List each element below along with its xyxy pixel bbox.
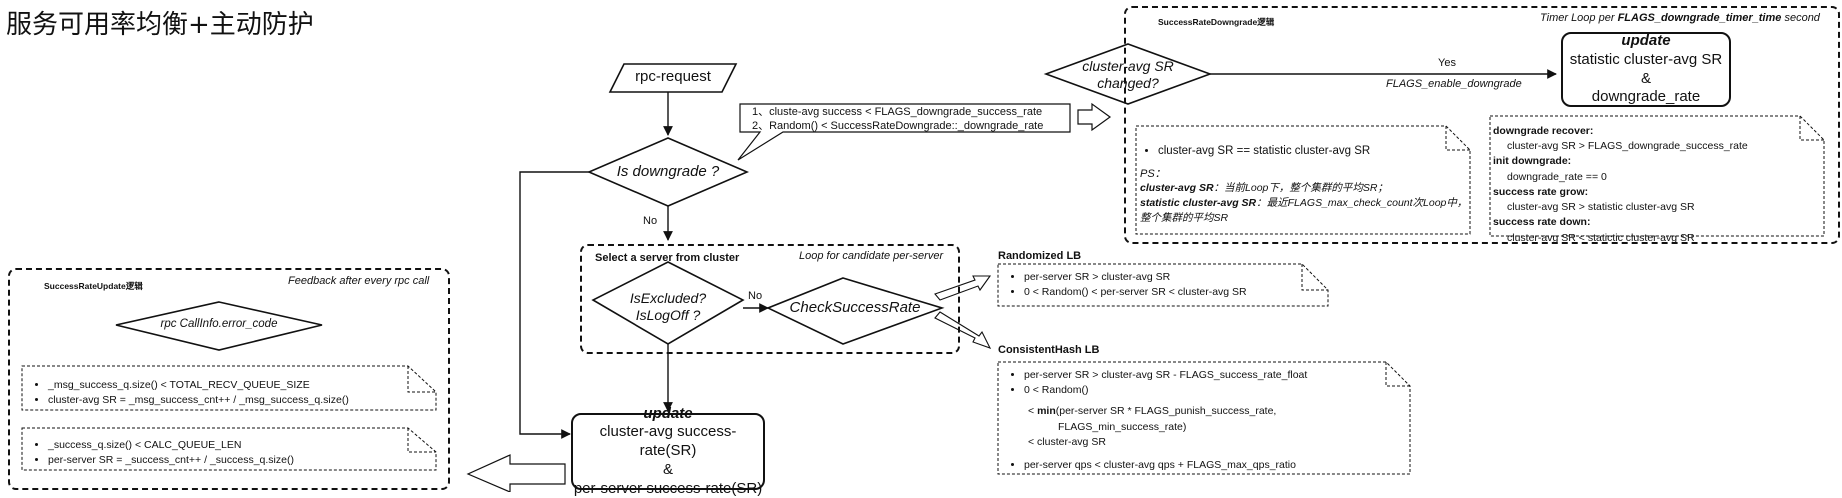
select-server-title: Select a server from cluster <box>595 252 740 264</box>
consistent-lb-note: per-server SR > cluster-avg SR - FLAGS_s… <box>1006 368 1398 473</box>
consistent-min-line2: FLAGS_min_success_rate) <box>1058 420 1187 433</box>
update-sr-line2: & <box>662 460 673 478</box>
hollow-arrow-randomized <box>934 275 992 301</box>
rpc-request-label: rpc-request <box>635 68 711 85</box>
note-shape-right-rules <box>1489 115 1825 237</box>
no-label-excluded: No <box>748 290 763 302</box>
check-success-rate-label: CheckSuccessRate <box>789 299 921 316</box>
left-note-2-item-2: per-server SR = _success_cnt++ / _succes… <box>48 453 410 468</box>
rule-init-body: downgrade_rate == 0 <box>1507 170 1607 183</box>
min-prefix: < <box>1028 405 1038 418</box>
randomized-item-2: 0 < Random() < per-server SR < cluster-a… <box>1024 285 1306 300</box>
select-server-region <box>580 244 960 354</box>
left-note-1-item-1: _msg_success_q.size() < TOTAL_RECV_QUEUE… <box>48 378 410 393</box>
error-code-diamond <box>115 301 323 351</box>
check-success-rate-diamond <box>766 277 945 345</box>
timer-unit: second <box>1784 12 1820 24</box>
avg-changed-line2: changed? <box>1097 75 1159 91</box>
consistent-lb-title: ConsistentHash LB <box>998 344 1100 356</box>
rule-down-body: cluster-avg SR < statictic cluster-avg S… <box>1507 231 1695 244</box>
condition-1: 1、cluste-avg success < FLAGS_downgrade_s… <box>752 106 1043 118</box>
min-rest: (per-server SR * FLAGS_punish_success_ra… <box>1055 405 1277 418</box>
condition-2: 2、Random() < SuccessRateDowngrade::_down… <box>752 120 1044 132</box>
ps-line2-bold: statistic cluster-avg SR <box>1140 197 1257 209</box>
update-sr-line3: per-server success-rate(SR) <box>573 479 763 497</box>
is-logoff-line: IsLogOff ? <box>635 307 701 323</box>
page-title: 服务可用率均衡+主动防护 <box>6 10 314 40</box>
ps-note-bullet: cluster-avg SR == statistic cluster-avg … <box>1158 145 1440 157</box>
note-shape-left-2 <box>21 427 437 471</box>
update-sr-box: update cluster-avg success-rate(SR) & pe… <box>571 405 765 497</box>
left-note-2-item-1: _success_q.size() < CALC_QUEUE_LEN <box>48 438 410 453</box>
downgrade-panel <box>1124 6 1840 244</box>
avg-changed-label: cluster-avg SR changed? <box>1060 58 1196 92</box>
ps-line-1: cluster-avg SR：当前Loop下，整个集群的平均SR； <box>1140 181 1440 196</box>
consistent-min-line: < min(per-server SR * FLAGS_punish_succe… <box>1006 404 1398 419</box>
feedback-label: Feedback after every rpc call <box>288 275 430 287</box>
is-downgrade-label: Is downgrade ? <box>616 163 720 180</box>
rule-grow-body: cluster-avg SR > statistic cluster-avg S… <box>1507 201 1695 214</box>
rule-init-head: init downgrade: <box>1493 155 1572 168</box>
error-code-label: rpc CallInfo.error_code <box>160 318 278 330</box>
update-panel <box>8 268 450 490</box>
left-note-1: _msg_success_q.size() < TOTAL_RECV_QUEUE… <box>30 378 410 408</box>
downgrade-conditions: 1、cluste-avg success < FLAGS_downgrade_s… <box>752 105 1043 133</box>
randomized-lb-note: per-server SR > cluster-avg SR 0 < Rando… <box>1006 270 1306 300</box>
hollow-arrow-consistent <box>934 311 992 349</box>
downgrade-rules-note: downgrade recover: cluster-avg SR > FLAG… <box>1493 124 1793 246</box>
timer-loop-label: Timer Loop per FLAGS_downgrade_timer_tim… <box>1540 12 1820 24</box>
rule-recover-body: cluster-avg SR > FLAGS_downgrade_success… <box>1507 140 1748 153</box>
note-shape-randomized <box>997 263 1329 307</box>
consistent-min-line3: < cluster-avg SR <box>1028 435 1106 448</box>
randomized-item-1: per-server SR > cluster-avg SR <box>1024 270 1306 285</box>
ps-line1-rest: ：当前Loop下，整个集群的平均SR； <box>1213 182 1388 194</box>
update-downgrade-box: update statistic cluster-avg SR & downgr… <box>1561 32 1731 107</box>
is-excluded-line: IsExcluded? <box>629 290 707 306</box>
update-downgrade-line2: & <box>1640 69 1651 87</box>
is-excluded-label: IsExcluded? IsLogOff ? <box>600 290 736 324</box>
rpc-request-shape <box>608 63 738 93</box>
ps-line1-bold: cluster-avg SR <box>1140 182 1214 194</box>
min-word: min <box>1037 405 1056 418</box>
rule-down-head: success rate down: <box>1493 216 1591 229</box>
consistent-item-1: per-server SR > cluster-avg SR - FLAGS_s… <box>1024 368 1398 383</box>
update-downgrade-line3: downgrade_rate <box>1591 88 1701 106</box>
update-downgrade-title: update <box>1621 32 1671 49</box>
conditions-callout <box>737 103 1071 161</box>
randomized-lb-title: Randomized LB <box>998 250 1082 262</box>
note-shape-left-1 <box>21 365 437 411</box>
avg-changed-line1: cluster-avg SR <box>1082 58 1174 74</box>
update-sr-title: update <box>643 404 693 422</box>
rule-grow-head: success rate grow: <box>1493 185 1589 198</box>
consistent-item-3: per-server qps < cluster-avg qps + FLAGS… <box>1024 458 1398 473</box>
left-note-1-item-2: cluster-avg SR = _msg_success_cnt++ / _m… <box>48 393 410 408</box>
ps-line2-rest: ：最近FLAGS_max_check_count次Loop中，整个集群的平均SR <box>1140 197 1468 224</box>
hollow-arrow-left <box>466 454 566 492</box>
ps-note: cluster-avg SR == statistic cluster-avg … <box>1140 145 1467 226</box>
ps-line-2: statistic cluster-avg SR：最近FLAGS_max_che… <box>1140 196 1470 226</box>
hollow-arrow-right <box>1077 102 1112 132</box>
no-label-downgrade: No <box>643 215 658 227</box>
yes-label: Yes <box>1438 57 1456 69</box>
rule-recover-head: downgrade recover: <box>1493 125 1594 137</box>
update-sr-line1: cluster-avg success-rate(SR) <box>599 423 737 460</box>
loop-candidate-label: Loop for candidate per-server <box>799 250 944 262</box>
update-panel-title: SuccessRateUpdate逻辑 <box>44 281 143 291</box>
left-note-2: _success_q.size() < CALC_QUEUE_LEN per-s… <box>30 438 410 468</box>
ps-label: PS： <box>1140 168 1166 180</box>
consistent-item-2: 0 < Random() <box>1024 383 1398 398</box>
note-shape-right-ps <box>1135 125 1471 235</box>
update-downgrade-line1: statistic cluster-avg SR <box>1569 50 1723 68</box>
avg-changed-diamond <box>1043 43 1213 105</box>
enable-downgrade-label: FLAGS_enable_downgrade <box>1386 78 1522 90</box>
timer-flag: FLAGS_downgrade_timer_time <box>1617 12 1782 24</box>
timer-text: Timer Loop per <box>1540 12 1615 24</box>
downgrade-panel-title: SuccessRateDowngrade逻辑 <box>1158 17 1275 27</box>
note-shape-consistent <box>997 361 1411 475</box>
